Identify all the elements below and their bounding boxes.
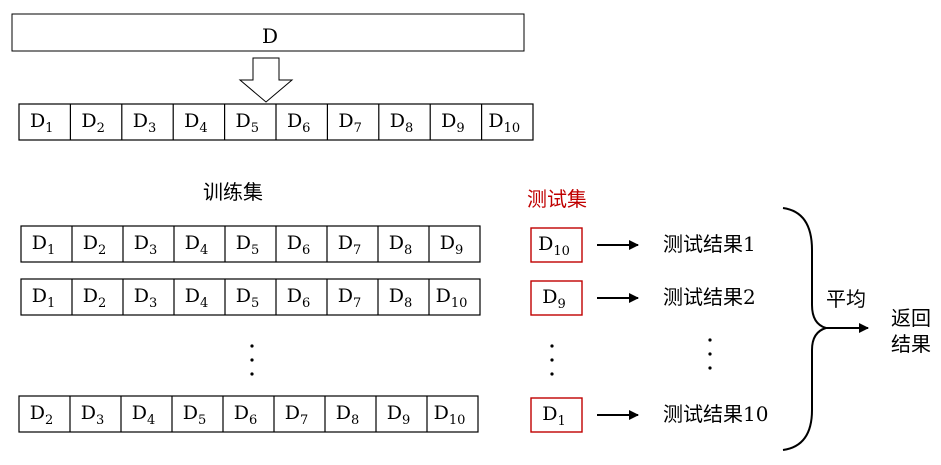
split-arrow-icon	[238, 57, 294, 103]
cell-label: D7	[338, 285, 362, 311]
cell-label: D3	[81, 402, 105, 428]
cell-label: D9	[441, 110, 465, 136]
cell-label: D5	[236, 110, 260, 136]
cell-label: D3	[133, 110, 157, 136]
test-ellipsis	[550, 344, 554, 376]
cell-label: D8	[336, 402, 360, 428]
row-border	[20, 278, 481, 316]
cell-label: D9	[387, 402, 411, 428]
cell-label: D7	[338, 110, 362, 136]
cell-label: D4	[185, 232, 209, 258]
test-set-label: 测试集	[527, 187, 587, 211]
dataset-label: D	[262, 24, 278, 48]
test-cell	[530, 280, 583, 316]
fold-row: D1 D2 D3 D4 D5 D6 D7 D8 D10 D9 测试结果2	[20, 278, 756, 316]
cell-label: D5	[183, 402, 207, 428]
cell-label: D6	[287, 285, 311, 311]
cell-label: D3	[134, 232, 158, 258]
average-label: 平均	[826, 287, 866, 311]
cell-label: D1	[32, 232, 56, 258]
cell-label: D1	[32, 285, 56, 311]
cell-label: D7	[338, 232, 362, 258]
cell-label: D9	[542, 286, 566, 312]
cell-label: D1	[30, 110, 54, 136]
cell-label: D5	[236, 285, 260, 311]
cell-label: D10	[436, 285, 468, 311]
cell-label: D1	[542, 403, 566, 429]
cell-label: D8	[389, 285, 413, 311]
test-cell	[530, 227, 583, 263]
cell-label: D10	[488, 110, 520, 136]
cell-label: D8	[390, 110, 414, 136]
train-ellipsis	[250, 344, 254, 376]
cell-label: D4	[184, 110, 208, 136]
cell-label: D2	[83, 232, 107, 258]
final-result-line-1: 返回	[891, 306, 931, 330]
dataset-box	[11, 13, 525, 52]
cell-label: D6	[234, 402, 258, 428]
test-result-label: 测试结果2	[663, 285, 756, 309]
cell-label: D3	[134, 285, 158, 311]
cell-label: D6	[287, 110, 311, 136]
result-ellipsis	[708, 338, 712, 370]
fold-row: D2 D3 D4 D5 D6 D7 D8 D9 D10 D1 测试结果10	[18, 395, 768, 433]
row-border	[18, 395, 479, 433]
cell-label: D4	[132, 402, 156, 428]
cell-label: D2	[83, 285, 107, 311]
train-set-label: 训练集	[203, 180, 263, 204]
split-row: D1 D2 D3 D4 D5 D6 D7 D8 D9 D10	[18, 103, 534, 141]
cell-label: D9	[440, 232, 464, 258]
cell-label: D10	[434, 402, 466, 428]
fold-row: D1 D2 D3 D4 D5 D6 D7 D8 D9 D10 测试结果1	[20, 225, 756, 263]
grouping-brace	[782, 207, 830, 451]
cell-label: D7	[285, 402, 309, 428]
cell-label: D10	[538, 233, 570, 259]
test-result-label: 测试结果1	[663, 232, 756, 256]
cell-label: D8	[389, 232, 413, 258]
row-border	[20, 225, 481, 263]
final-result-line-2: 结果	[891, 332, 931, 356]
cell-label: D2	[30, 402, 54, 428]
cell-label: D6	[287, 232, 311, 258]
test-cell	[530, 397, 583, 433]
cell-label: D5	[236, 232, 260, 258]
cell-label: D2	[81, 110, 105, 136]
cell-label: D4	[185, 285, 209, 311]
test-result-label: 测试结果10	[663, 402, 768, 426]
